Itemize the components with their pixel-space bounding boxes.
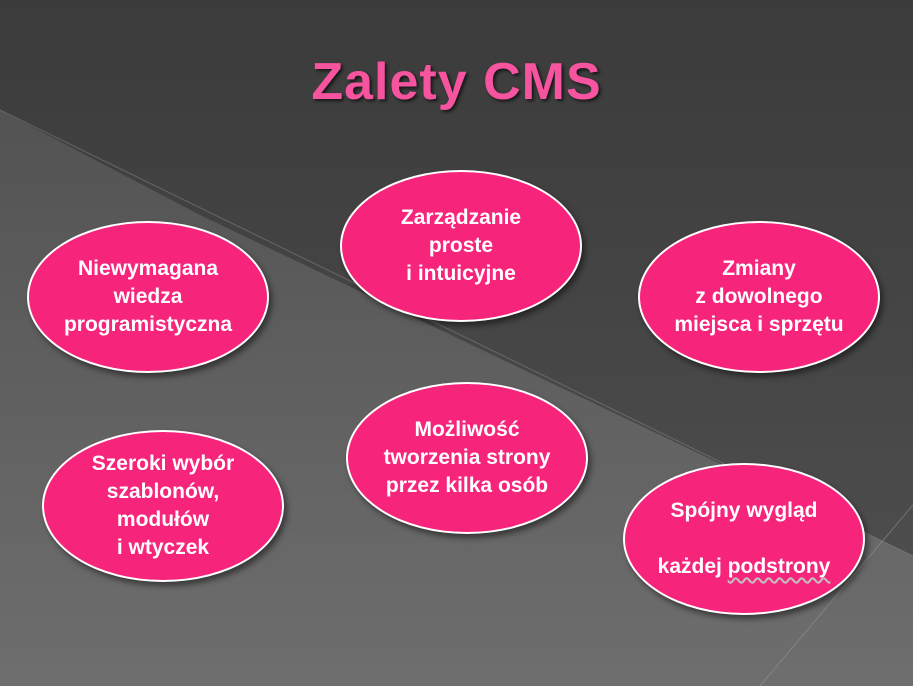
bubble-consistent-line-2: każdej podstrony — [658, 553, 831, 581]
bubble-changes-anywhere: Zmiany z dowolnego miejsca i sprzętu — [638, 221, 880, 373]
bubble-collaboration: Możliwość tworzenia strony przez kilka o… — [346, 382, 588, 534]
bubble-templates: Szeroki wybór szablonów, modułów i wtycz… — [42, 430, 284, 582]
bubble-consistent-word-kazdej: każdej — [657, 555, 728, 578]
bubble-consistent-line-1: Spójny wygląd — [670, 499, 818, 522]
bubble-collaboration-text: Możliwość tworzenia strony przez kilka o… — [383, 418, 551, 497]
bubble-consistent-look: Spójny wygląd każdej podstrony — [623, 463, 865, 615]
slide-title: Zalety CMS — [311, 53, 602, 111]
bubble-changes-anywhere-text: Zmiany z dowolnego miejsca i sprzętu — [674, 257, 844, 336]
bubble-no-programming-knowledge-text: Niewymagana wiedza programistyczna — [63, 257, 233, 336]
bubble-management: Zarządzanie proste i intuicyjne — [340, 170, 582, 322]
bubble-templates-text: Szeroki wybór szablonów, modułów i wtycz… — [91, 452, 235, 559]
bubble-no-programming-knowledge: Niewymagana wiedza programistyczna — [27, 221, 269, 373]
bubble-consistent-word-podstrony: podstrony — [727, 555, 831, 578]
bubble-consistent-look-text: Spójny wygląd każdej podstrony — [658, 469, 831, 609]
bubble-management-text: Zarządzanie proste i intuicyjne — [400, 206, 522, 285]
